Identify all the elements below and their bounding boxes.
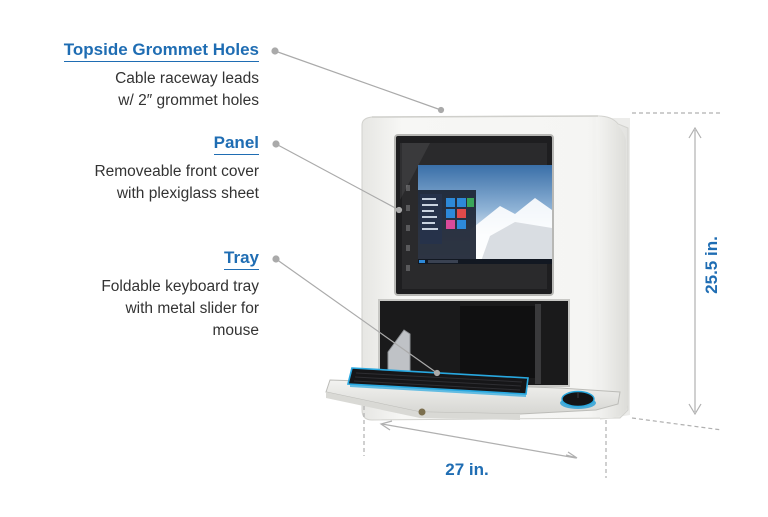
callout-description: Cable raceway leads w/ 2″ grommet holes bbox=[64, 68, 259, 112]
callout-description: Foldable keyboard tray with metal slider… bbox=[101, 276, 259, 342]
callout-title: Topside Grommet Holes bbox=[63, 40, 259, 62]
callout-description-line: mouse bbox=[212, 322, 259, 339]
callout-panel: Panel Removeable front cover with plexig… bbox=[94, 133, 259, 205]
callout-tray: Tray Foldable keyboard tray with metal s… bbox=[101, 248, 259, 342]
callout-description-line: w/ 2″ grommet holes bbox=[118, 92, 259, 109]
plexiglass-reflection bbox=[400, 143, 430, 200]
cavity-rail bbox=[535, 304, 541, 384]
keyboard-icon bbox=[346, 367, 529, 397]
callout-description-line: Foldable keyboard tray bbox=[101, 278, 259, 295]
cpu-holder bbox=[460, 306, 536, 378]
callout-title: Panel bbox=[213, 133, 259, 155]
leader-lines bbox=[271, 47, 445, 377]
width-dimension bbox=[363, 406, 607, 478]
windows-desktop-screen-icon bbox=[418, 165, 552, 264]
width-dimension-label: 27 in. bbox=[445, 460, 489, 479]
height-dimension-label: 25.5 in. bbox=[702, 236, 721, 294]
callout-grommet-holes: Topside Grommet Holes Cable raceway lead… bbox=[63, 40, 259, 112]
mouse-icon bbox=[560, 390, 596, 409]
callout-description-line: with plexiglass sheet bbox=[116, 185, 259, 202]
callout-description-line: Cable raceway leads bbox=[115, 70, 259, 87]
callout-description-line: with metal slider for bbox=[125, 300, 259, 317]
callout-description: Removeable front cover with plexiglass s… bbox=[94, 161, 259, 205]
callout-title: Tray bbox=[224, 248, 259, 270]
rack-mount-slots bbox=[406, 185, 410, 271]
cabinet-top-edge bbox=[371, 115, 599, 118]
tray-knob bbox=[418, 408, 426, 416]
height-dimension bbox=[631, 112, 723, 431]
cabinet-right-side bbox=[596, 116, 628, 418]
callout-description-line: Removeable front cover bbox=[94, 163, 259, 180]
